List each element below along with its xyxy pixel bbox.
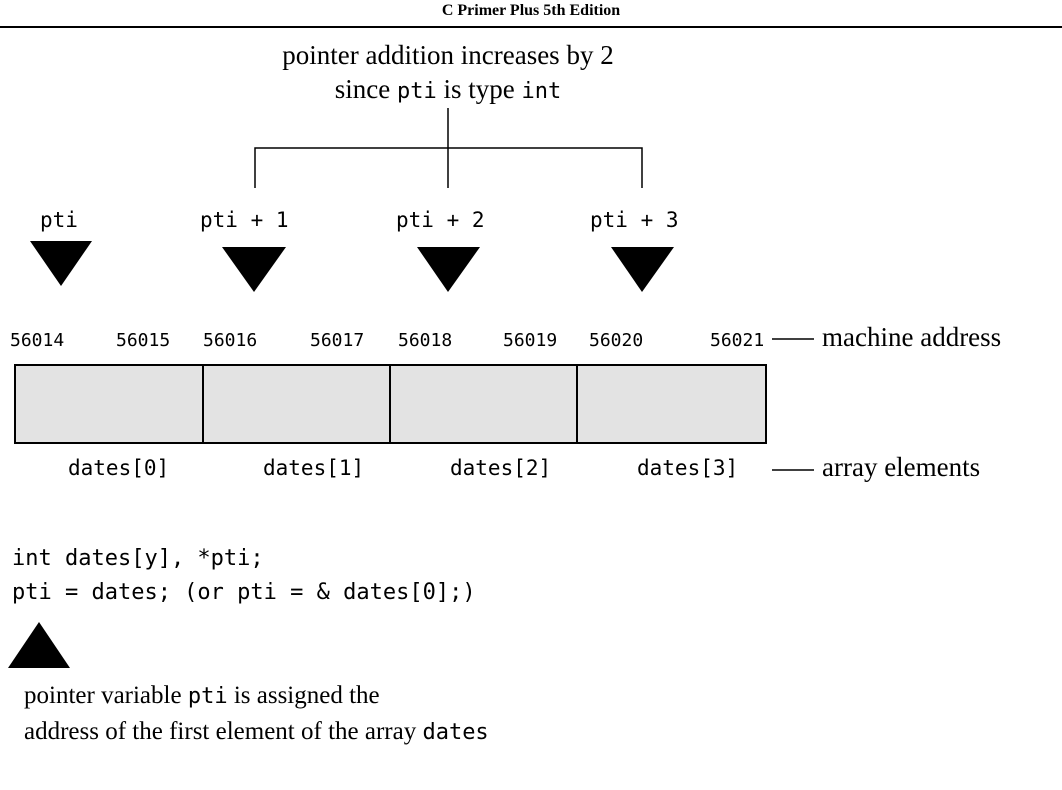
note-prefix: address of the first element of the arra… (24, 718, 423, 745)
code-line-declaration: int dates[y], *pti; (12, 546, 264, 571)
address-56017: 56017 (310, 330, 365, 351)
code-line-assignment: pti = dates; (or pti = & dates[0];) (12, 580, 476, 605)
address-56021: 56021 (710, 330, 765, 351)
element-label-3: dates[3] (637, 456, 739, 480)
address-56014: 56014 (10, 330, 65, 351)
note-int-code: int (521, 79, 562, 104)
note-prefix: pointer variable (24, 682, 188, 709)
note-prefix: since (334, 74, 397, 104)
array-cell-3 (576, 364, 767, 444)
header-rule (0, 26, 1062, 28)
code-pointer-arrow (8, 622, 70, 668)
pointer-label-pti-plus-1: pti + 1 (200, 208, 289, 232)
element-label-1: dates[1] (263, 456, 365, 480)
pointer-addition-note: pointer addition increases by 2 (282, 40, 614, 70)
assignment-note-line-2: address of the first element of the arra… (24, 718, 489, 746)
pointer-bracket (254, 147, 643, 188)
array-cell-1 (202, 364, 391, 444)
array-cell-2 (389, 364, 578, 444)
address-56015: 56015 (116, 330, 171, 351)
pointer-label-pti: pti (40, 208, 78, 232)
pti-plus-3-arrow (611, 247, 674, 292)
address-56018: 56018 (398, 330, 453, 351)
assignment-note-line-1: pointer variable pti is assigned the (24, 682, 380, 710)
note-dates-code: dates (422, 720, 489, 745)
pti-plus-1-arrow (222, 247, 286, 292)
pti-plus-2-arrow (417, 247, 480, 292)
address-56019: 56019 (503, 330, 558, 351)
element-label-2: dates[2] (450, 456, 552, 480)
element-legend: array elements (822, 452, 981, 482)
note-pti-code: pti (396, 79, 437, 104)
note-pti-code: pti (187, 684, 228, 709)
note-middle: is type (436, 74, 522, 104)
address-56016: 56016 (203, 330, 258, 351)
note-suffix: is assigned the (227, 682, 380, 709)
pointer-label-pti-plus-3: pti + 3 (590, 208, 679, 232)
array-cell-0 (14, 364, 204, 444)
page-header: C Primer Plus 5th Edition (0, 0, 1062, 28)
pti-arrow (30, 241, 92, 286)
book-title: C Primer Plus 5th Edition (441, 2, 621, 19)
pointer-type-note: since pti is type int (0, 74, 896, 105)
element-label-0: dates[0] (68, 456, 170, 480)
address-56020: 56020 (589, 330, 644, 351)
address-legend: machine address (822, 322, 1002, 352)
pointer-label-pti-plus-2: pti + 2 (396, 208, 485, 232)
